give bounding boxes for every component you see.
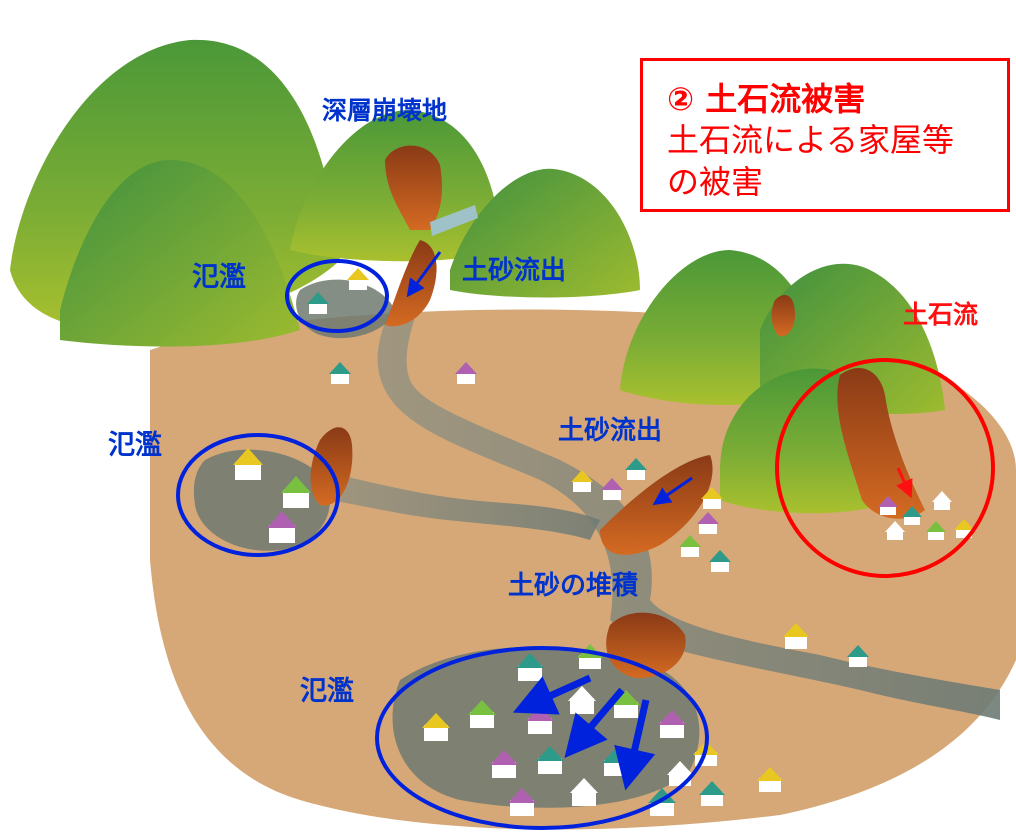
debris-flow-ellipse bbox=[775, 358, 995, 578]
arrow-flood-2 bbox=[564, 687, 625, 759]
arrow-debris-flow bbox=[896, 467, 913, 499]
river bbox=[377, 300, 1000, 720]
label-deep-collapse: 深層崩壊地 bbox=[322, 96, 448, 125]
label-sediment-deposit: 土砂の堆積 bbox=[508, 571, 639, 601]
mountain-left bbox=[60, 160, 300, 347]
arrow-flood-3 bbox=[614, 699, 656, 791]
sabo-dam bbox=[430, 205, 478, 236]
arrow-top-flow bbox=[406, 251, 442, 298]
callout-title: ② 土石流被害 bbox=[667, 80, 866, 118]
flood-ellipse-left bbox=[176, 433, 340, 557]
label-flood-top: 氾濫 bbox=[192, 262, 246, 293]
label-debris-flow: 土石流 bbox=[903, 300, 979, 329]
label-sediment-out-2: 土砂流出 bbox=[558, 416, 663, 446]
arrow-flood-1 bbox=[512, 674, 592, 715]
sediment-left bbox=[310, 427, 353, 506]
deep-collapse-scar bbox=[385, 145, 442, 230]
flood-ellipse-bottom bbox=[375, 646, 709, 830]
arrow-center-flow bbox=[652, 476, 693, 506]
damage-callout-box: ② 土石流被害 土石流による家屋等 の被害 bbox=[640, 58, 1010, 212]
flood-water-left bbox=[193, 449, 330, 551]
flood-ellipse-top bbox=[285, 259, 389, 333]
river-branch bbox=[310, 470, 600, 540]
callout-line-1: 土石流による家屋等 bbox=[667, 121, 955, 159]
cluster-scar bbox=[771, 295, 795, 337]
label-flood-left: 氾濫 bbox=[108, 430, 162, 461]
label-sediment-out-1: 土砂流出 bbox=[462, 256, 567, 286]
label-flood-bottom: 氾濫 bbox=[300, 676, 354, 707]
callout-line-2: の被害 bbox=[667, 163, 764, 201]
houses bbox=[233, 268, 974, 816]
mountain-right-small bbox=[450, 168, 640, 298]
